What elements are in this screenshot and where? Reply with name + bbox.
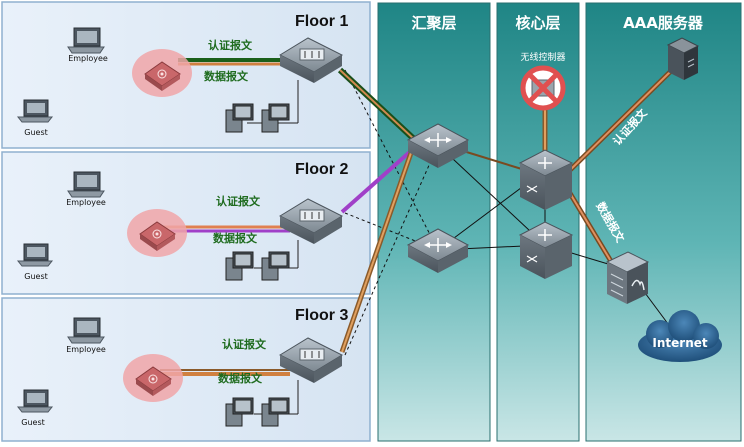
floor-3-guest: Guest xyxy=(16,389,54,427)
floor-1-title: Floor 1 xyxy=(295,13,348,30)
desktop-pc-icon xyxy=(225,397,254,427)
laptop-icon xyxy=(16,389,54,413)
aggregation-switch-2 xyxy=(406,228,470,273)
floor-2-auth-label: 认证报文 xyxy=(216,194,261,208)
floor-3-employee: Employee xyxy=(66,317,106,354)
internet-cloud: Internet xyxy=(638,310,722,362)
floor-2-guest-label: Guest xyxy=(24,272,48,281)
floor-1-employee: Employee xyxy=(67,27,108,63)
core-switch-icon xyxy=(518,221,574,279)
switch-icon xyxy=(278,198,344,244)
floor-1-auth-label: 认证报文 xyxy=(208,38,253,52)
controller-disabled-icon xyxy=(520,65,566,111)
dashed-links xyxy=(344,69,439,356)
floor-2-employee: Employee xyxy=(66,171,106,207)
desktop-pc-icon xyxy=(225,103,254,133)
desktop-pc-icon xyxy=(225,251,254,281)
floor-2-title: Floor 2 xyxy=(295,161,348,178)
floor-3-access-point xyxy=(123,354,183,402)
wireless-controller-label: 无线控制器 xyxy=(520,51,565,63)
core-switch-icon xyxy=(518,149,574,210)
floor-3-pcs xyxy=(225,380,299,427)
floor-2-guest: Guest xyxy=(16,243,54,281)
router-icon xyxy=(406,228,470,273)
laptop-icon xyxy=(16,243,54,267)
aaa-title: AAA服务器 xyxy=(623,14,704,32)
floor-1-data-label: 数据报文 xyxy=(204,69,249,83)
desktop-pc-icon xyxy=(261,251,290,281)
wireless-controller: 无线控制器 xyxy=(520,51,566,111)
floor-2-data-label: 数据报文 xyxy=(213,231,258,245)
floor-3-access-switch xyxy=(278,337,344,383)
floor-1-guest-label: Guest xyxy=(24,128,48,137)
floor-2-pcs xyxy=(225,240,299,281)
floor-1-access-point xyxy=(132,49,192,97)
access-point-icon xyxy=(135,366,172,396)
laptop-icon xyxy=(67,317,105,344)
floor-1-pcs xyxy=(225,80,299,133)
router-icon xyxy=(406,123,470,168)
aggregation-title: 汇聚层 xyxy=(411,14,456,32)
core-title: 核心层 xyxy=(515,14,560,32)
firewall-icon xyxy=(605,251,650,304)
floor1-flows xyxy=(178,58,418,143)
core-switch-1 xyxy=(518,149,574,210)
floor-1-guest: Guest xyxy=(16,99,54,137)
server-icon xyxy=(666,37,700,80)
aggregation-switch-1 xyxy=(406,123,470,168)
core-flows xyxy=(459,68,674,270)
desktop-pc-icon xyxy=(261,397,290,427)
floor-1-access-switch xyxy=(278,37,344,83)
switch-icon xyxy=(278,37,344,83)
aaa-server xyxy=(666,37,700,80)
laptop-icon xyxy=(67,27,105,54)
floor-3-data-label: 数据报文 xyxy=(218,371,263,385)
access-point-icon xyxy=(144,61,181,91)
floor-3-employee-label: Employee xyxy=(66,345,106,354)
core-switch-2 xyxy=(518,221,574,279)
floor-2-employee-label: Employee xyxy=(66,198,106,207)
switch-icon xyxy=(278,337,344,383)
firewall xyxy=(605,251,650,304)
core-column: 核心层 xyxy=(496,2,580,442)
floor-3-title: Floor 3 xyxy=(295,307,348,324)
laptop-icon xyxy=(16,99,54,123)
floor-2-access-point xyxy=(127,209,187,257)
access-point-icon xyxy=(139,221,176,251)
floor-3-guest-label: Guest xyxy=(21,418,45,427)
aggregation-column: 汇聚层 xyxy=(377,2,491,442)
floor-1-employee-label: Employee xyxy=(68,54,108,63)
internet-label: Internet xyxy=(652,336,707,350)
cloud-icon xyxy=(638,310,722,362)
floor-3-auth-label: 认证报文 xyxy=(222,337,267,351)
floor-2-access-switch xyxy=(278,198,344,244)
desktop-pc-icon xyxy=(261,103,290,133)
laptop-icon xyxy=(67,171,105,198)
